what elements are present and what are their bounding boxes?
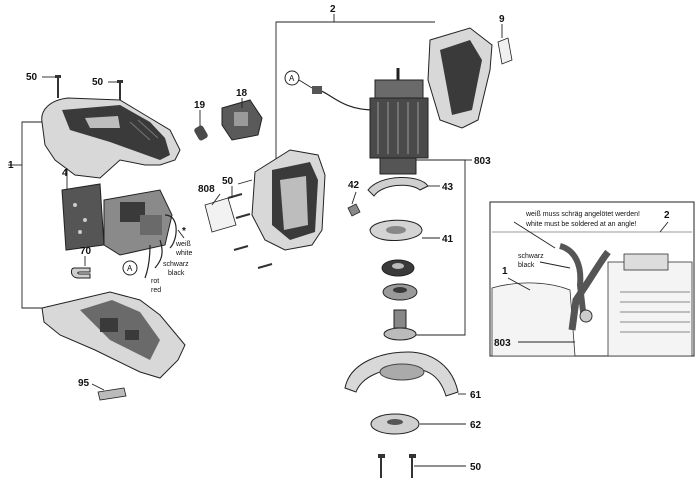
inset-label-1: 1 [502, 266, 508, 277]
label-803: 803 [474, 156, 491, 167]
label-70: 70 [80, 246, 92, 257]
bracket-group-1 [8, 121, 42, 309]
part-70-clip [70, 267, 91, 279]
label-19: 19 [194, 100, 206, 111]
part-61-guard [344, 351, 459, 397]
wire-label-red: red [151, 287, 161, 294]
inset-note-de: weiß muss schräg angelötet werden! [525, 211, 640, 218]
label-62: 62 [470, 420, 482, 431]
wire-label-white: white [175, 250, 192, 257]
bracket-group-2 [275, 14, 435, 160]
label-50-bottom: 50 [470, 462, 482, 473]
label-43: 43 [442, 182, 454, 193]
right-housing-piece [427, 27, 493, 129]
inset-label-black: black [518, 262, 535, 269]
leader-lines [42, 24, 503, 467]
circle-a-marker-top: A [284, 70, 313, 89]
bracket-group-803 [415, 159, 466, 336]
screw-50-center [117, 80, 123, 100]
circle-a-marker-bottom: A [122, 260, 138, 276]
label-95: 95 [78, 378, 90, 389]
inset-detail: weiß muss schräg angelötet werden! white… [489, 201, 695, 357]
label-50-center: 50 [222, 176, 234, 187]
screws-50-bottom [378, 454, 416, 478]
label-9: 9 [499, 14, 505, 25]
spindle [383, 309, 417, 341]
part-19-spring [194, 125, 208, 141]
wire-label-black: black [168, 270, 185, 277]
part-808-plate [204, 197, 237, 233]
star-marker: * [182, 226, 186, 237]
label-61: 61 [470, 390, 482, 401]
part-18-switch [221, 99, 263, 141]
label-42: 42 [348, 180, 360, 191]
label-41: 41 [442, 234, 454, 245]
inset-label-2: 2 [664, 210, 670, 221]
bottom-housing-half [41, 291, 186, 379]
svg-text:A: A [127, 264, 133, 273]
label-50-left: 50 [26, 72, 38, 83]
motor-housing [237, 149, 326, 251]
fan [381, 259, 415, 277]
part-42-clip [347, 203, 361, 217]
wire-label-rot: rot [151, 278, 159, 285]
label-1: 1 [8, 160, 14, 171]
wire-label-schwarz: schwarz [163, 261, 189, 268]
label-18: 18 [236, 88, 248, 99]
label-2: 2 [330, 4, 336, 15]
label-50-top: 50 [92, 77, 104, 88]
inset-label-schwarz: schwarz [518, 253, 544, 260]
part-62-adapter [370, 413, 420, 435]
bearing [382, 283, 418, 301]
label-808: 808 [198, 184, 215, 195]
part-43-ring [367, 176, 429, 197]
wire-label-weiss: weiß [175, 241, 191, 248]
label-4: 4 [62, 168, 68, 179]
screws-50-center [227, 193, 273, 269]
part-95-label [97, 387, 127, 401]
svg-text:A: A [289, 74, 295, 83]
part-9-plate [497, 37, 513, 65]
screw-50-left [55, 75, 61, 98]
inset-note-en: white must be soldered at an angle! [525, 221, 637, 228]
part-4-circuit-board [61, 183, 177, 279]
part-41-bearing-plate [369, 219, 423, 242]
top-housing-half [41, 97, 181, 179]
inset-label-803: 803 [494, 338, 511, 349]
motor-armature [312, 68, 429, 175]
